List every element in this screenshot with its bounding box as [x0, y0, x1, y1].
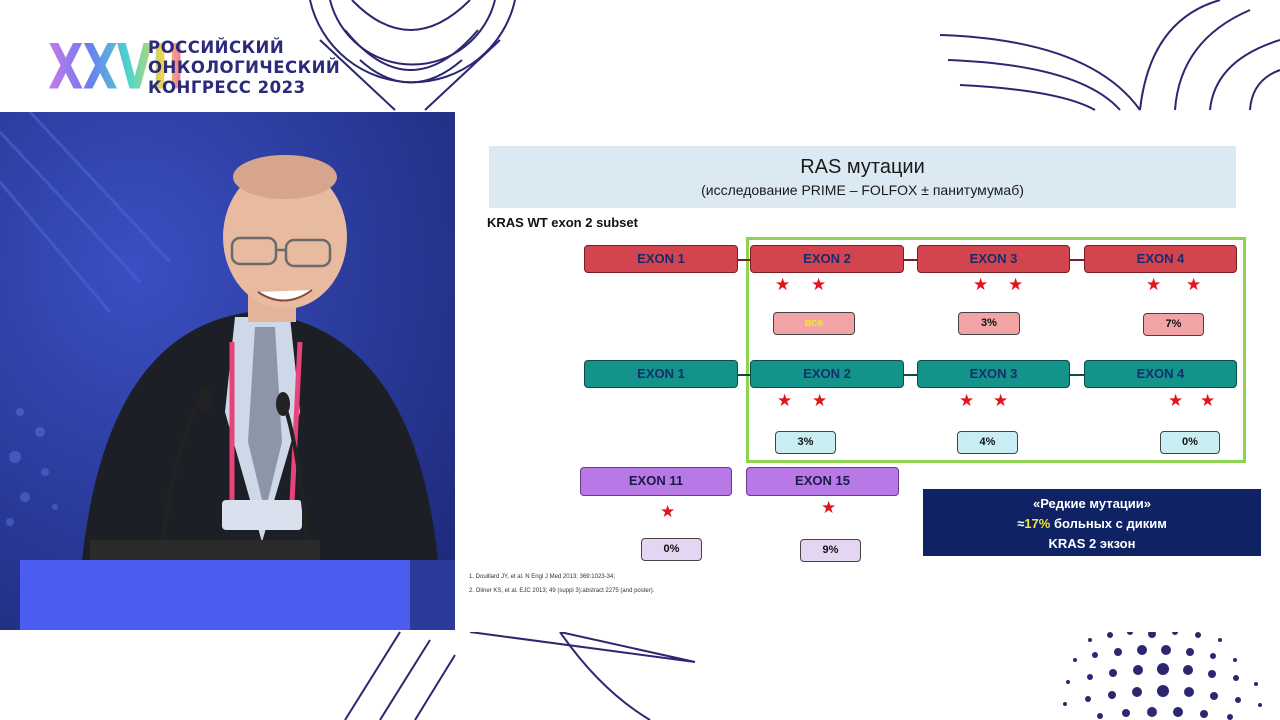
mutation-star-icon: ★: [959, 391, 975, 410]
mutation-star-icon: ★: [660, 502, 676, 521]
rare-box-approx: ≈: [1017, 516, 1025, 531]
logo-line-2: ОНКОЛОГИЧЕСКИЙ: [148, 58, 341, 77]
rare-box-line-2: ≈17% больных с диким: [923, 514, 1261, 534]
slide-title-box: RAS мутации (исследование PRIME – FOLFOX…: [489, 146, 1236, 208]
congress-logo-numeral: XXVII: [48, 30, 185, 104]
subset-label: KRAS WT exon 2 subset: [487, 215, 638, 230]
reference-2: 2. Oliner KS, et al. EJC 2013; 49 (suppl…: [469, 588, 655, 594]
nras-exon-3: EXON 3: [917, 360, 1070, 388]
nras-exon-1: EXON 1: [584, 360, 738, 388]
logo-line-1: РОССИЙСКИЙ: [148, 38, 285, 57]
nras-exon-4: EXON 4: [1084, 360, 1237, 388]
speaker-video: [0, 112, 455, 630]
connector: [1070, 374, 1084, 376]
nras-exon-2: EXON 2: [750, 360, 904, 388]
nras-exon4-value: 0%: [1160, 431, 1220, 454]
highlight-frame: [746, 237, 1246, 463]
kras-exon-1: EXON 1: [584, 245, 738, 273]
speaker-illustration: [0, 112, 455, 630]
kras-exon-4: EXON 4: [1084, 245, 1237, 273]
reference-1: 1. Douillard JY, et al. N Engl J Med 201…: [469, 574, 615, 580]
braf-exon15-value: 9%: [800, 539, 861, 562]
rare-box-text: больных с диким: [1050, 516, 1167, 531]
mutation-star-icon: ★: [1008, 275, 1024, 294]
kras-exon-3: EXON 3: [917, 245, 1070, 273]
rare-box-line-3: KRAS 2 экзон: [1048, 536, 1136, 551]
congress-logo-text: РОССИЙСКИЙ ОНКОЛОГИЧЕСКИЙ КОНГРЕСС 2023: [148, 38, 340, 98]
logo-line-3: КОНГРЕСС 2023: [148, 78, 306, 97]
kras-exon-2: EXON 2: [750, 245, 904, 273]
kras-exon2-value: все: [773, 312, 855, 335]
mutation-star-icon: ★: [1146, 275, 1162, 294]
mutation-star-icon: ★: [812, 391, 828, 410]
mutation-star-icon: ★: [1200, 391, 1216, 410]
connector: [904, 374, 918, 376]
rare-box-title: «Редкие мутации»: [1032, 496, 1152, 511]
kras-exon3-value: 3%: [958, 312, 1020, 335]
mutation-star-icon: ★: [821, 498, 837, 517]
rare-box-percent: 17%: [1024, 516, 1051, 531]
connector: [738, 259, 752, 261]
connector: [904, 259, 918, 261]
slide-subtitle: (исследование PRIME – FOLFOX ± панитумум…: [701, 182, 1024, 198]
mutation-star-icon: ★: [1168, 391, 1184, 410]
mutation-star-icon: ★: [973, 275, 989, 294]
braf-exon-15: EXON 15: [746, 467, 899, 496]
nras-exon2-value: 3%: [775, 431, 836, 454]
slide-title: RAS мутации: [800, 156, 925, 178]
braf-exon-11: EXON 11: [580, 467, 732, 496]
kras-exon4-value: 7%: [1143, 313, 1204, 336]
mutation-star-icon: ★: [993, 391, 1009, 410]
mutation-star-icon: ★: [811, 275, 827, 294]
rare-mutations-box: «Редкие мутации» ≈17% больных с диким KR…: [923, 489, 1261, 556]
nras-exon3-value: 4%: [957, 431, 1018, 454]
braf-exon11-value: 0%: [641, 538, 702, 561]
connector: [1070, 259, 1084, 261]
mutation-star-icon: ★: [1186, 275, 1202, 294]
mutation-star-icon: ★: [775, 275, 791, 294]
mutation-star-icon: ★: [777, 391, 793, 410]
connector: [738, 374, 752, 376]
